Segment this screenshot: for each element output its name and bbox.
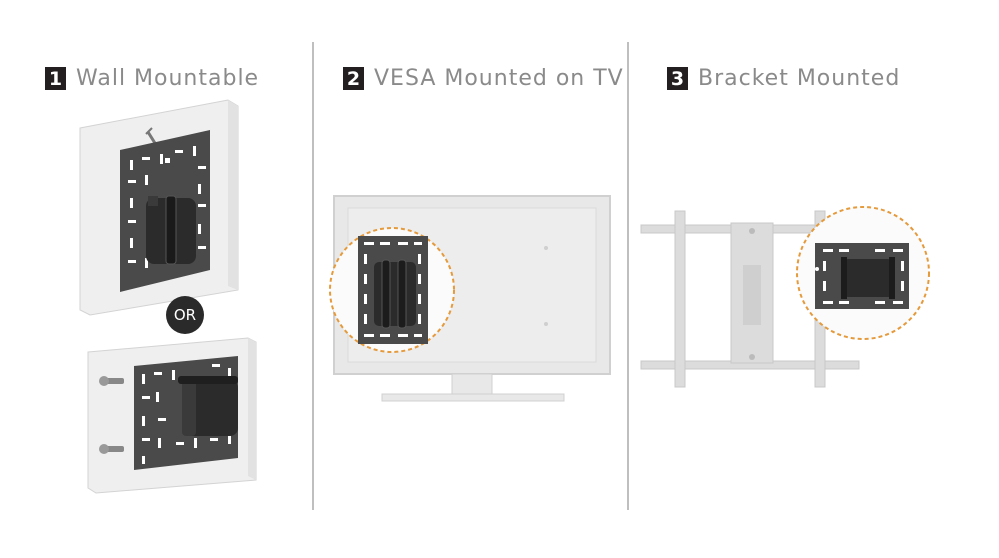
step-title-2: VESA Mounted on TV [374,66,624,91]
panel-1-heading: 1 Wall Mountable [45,66,259,91]
bracket-illustration [640,206,930,388]
plate-slots-lower [142,364,231,464]
step-number-3: 3 [667,67,688,90]
panel-3-heading: 3 Bracket Mounted [667,66,900,91]
panel-2-heading: 2 VESA Mounted on TV [343,66,624,91]
bracket-plate-slots [823,249,904,304]
wall-mount-vertical-illustration [79,99,239,316]
device-on-bracket [845,259,891,297]
step-title-1: Wall Mountable [76,66,260,91]
device-on-tv [374,262,416,326]
step-title-3: Bracket Mounted [698,66,901,91]
step-number-2: 2 [343,67,364,90]
panel-wall-mountable: 1 Wall Mountable OR [0,0,312,558]
wall-mount-horizontal-illustration [87,337,257,494]
tv-illustration [329,195,611,402]
tv-stand-base [381,393,565,402]
divider-2 [627,42,629,510]
wall-screws [99,376,124,454]
or-badge: OR [166,296,204,334]
panel-vesa-mounted: 2 VESA Mounted on TV [314,0,627,558]
divider-1 [312,42,314,510]
step-number-1: 1 [45,67,66,90]
panel-bracket-mounted: 3 Bracket Mounted [629,0,999,558]
tv-stand-neck [451,373,493,395]
vesa-plate-slots [364,242,422,337]
